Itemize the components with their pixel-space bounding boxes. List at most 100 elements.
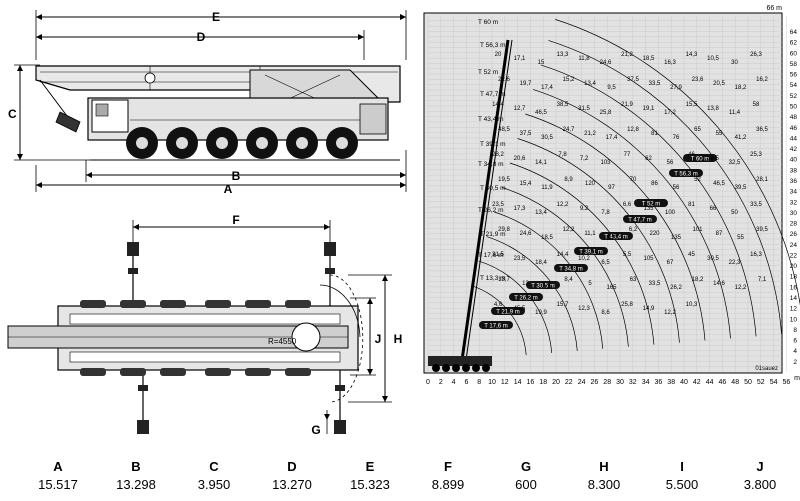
capacity-value: 23,5 [492,202,504,208]
capacity-value: 39,5 [756,227,768,233]
outrigger-pads [127,242,346,434]
radius-tick-label: 16 [527,379,535,386]
dimension-letter: G [520,459,532,474]
capacity-value: 28,1 [756,177,768,183]
radius-tick-label: 26 [591,379,599,386]
capacity-value: 46,5 [713,181,725,187]
height-tick-label: 18 [790,274,798,281]
height-tick-label: 36 [790,178,798,185]
radius-tick-label: 12 [501,379,509,386]
capacity-value: 11,9 [541,185,553,191]
capacity-value: 28,2 [492,152,504,158]
capacity-value: 26,2 [670,285,682,291]
radius-tick-label: 20 [552,379,560,386]
dimension-value: 13.298 [116,477,156,492]
capacity-value: 135 [643,206,654,212]
capacity-value: 7,1 [758,277,767,283]
capacity-value: 6,5 [601,260,610,266]
capacity-value: 18,4 [535,260,547,266]
dimension-value: 5.500 [665,477,699,492]
capacity-value: 12,7 [514,106,526,112]
capacity-value: 103 [600,160,611,166]
radius-tick-label: 50 [744,379,752,386]
dimension-value: 3.950 [197,477,231,492]
boom-pill-label: T 26,2 m [514,296,538,302]
capacity-value: 23,5 [514,256,526,262]
capacity-value: 19,9 [535,310,547,316]
boom-length-label: T 52 m [478,69,498,76]
capacity-value: 8,6 [601,310,610,316]
capacity-value: 45,5 [514,306,526,312]
capacity-value: 25,8 [600,110,612,116]
dimension-letter: E [365,459,375,474]
capacity-value: 20,5 [713,81,725,87]
capacity-value: 8,9 [564,177,573,183]
capacity-value: 33,5 [649,281,661,287]
dimension-value: 3.800 [743,477,777,492]
radius-tick-label: 28 [603,379,611,386]
capacity-value: 13,7 [498,277,510,283]
top-view: F J H G R=4550 [7,213,402,437]
dim-label-d: D [197,30,206,44]
dimension-letter: D [287,459,297,474]
capacity-value: 97 [608,185,615,191]
boom-length-label: T 60 m [478,19,498,26]
capacity-value: 8,4 [564,277,573,283]
capacity-value: 12,2 [664,310,676,316]
capacity-value: 5 [588,281,592,287]
capacity-value: 33,5 [750,202,762,208]
radius-tick-label: 36 [655,379,663,386]
capacity-values: 2017,11513,311,824,621,218,516,314,310,5… [492,52,768,316]
dimension-table: A 15.517 B 13.298 C 3.950 D 13.270 E 15.… [0,458,800,498]
dimension-c: C 3.950 [175,458,253,494]
capacity-value: 19,5 [498,177,510,183]
capacity-value: 15 [538,60,545,66]
capacity-value: 7,8 [601,210,610,216]
radius-arc [548,40,782,335]
radius-tick-label: 22 [565,379,573,386]
height-tick-label: 8 [793,327,797,334]
dim-label-f: F [232,213,239,227]
capacity-value: 15,7 [557,302,569,308]
capacity-value: 18,5 [643,56,655,62]
capacity-value: 24,7 [563,127,575,133]
dimension-a: A 15.517 [19,458,97,494]
capacity-value: 21,2 [584,131,596,137]
height-tick-label: 56 [790,72,798,79]
capacity-value: 17,1 [514,56,526,62]
capacity-value: 17,3 [514,206,526,212]
capacity-value: 25,3 [750,152,762,158]
boom-length-label: T 26,2 m [478,207,504,214]
capacity-value: 81 [688,202,695,208]
capacity-value: 14,4 [557,252,569,258]
capacity-value: 22,6 [498,77,510,83]
capacity-value: 13,4 [535,210,547,216]
radius-arc [494,211,604,349]
capacity-value: 48,5 [498,127,510,133]
boom-pill [509,293,543,301]
boom-pill [491,307,525,315]
radius-tick-label: 10 [488,379,496,386]
height-tick-label: 34 [790,189,798,196]
capacity-value: 77 [624,152,631,158]
radius-tick-label: 6 [464,379,468,386]
boom-pill-label: T 34,8 m [559,267,583,273]
boom-pill-label: T 56,3 m [674,172,698,178]
capacity-value: 165 [606,285,617,291]
boom-pill [634,199,668,207]
height-tick-label: 20 [790,263,798,270]
height-tick-label: 54 [790,82,798,89]
capacity-value: 55 [716,131,723,137]
capacity-value: 66 [710,206,717,212]
capacity-value: 31,5 [578,106,590,112]
capacity-value: 58 [753,102,760,108]
capacity-value: 12,2 [735,285,747,291]
capacity-value: 19,7 [520,81,532,87]
capacity-value: 12,2 [557,202,569,208]
capacity-value: 13,3 [557,52,569,58]
height-tick-label: 30 [790,210,798,217]
radius-tick-label: 54 [770,379,778,386]
capacity-value: 17,4 [541,85,553,91]
boom-pill [599,232,633,240]
boom-pill-label: T 60 m [691,157,710,163]
